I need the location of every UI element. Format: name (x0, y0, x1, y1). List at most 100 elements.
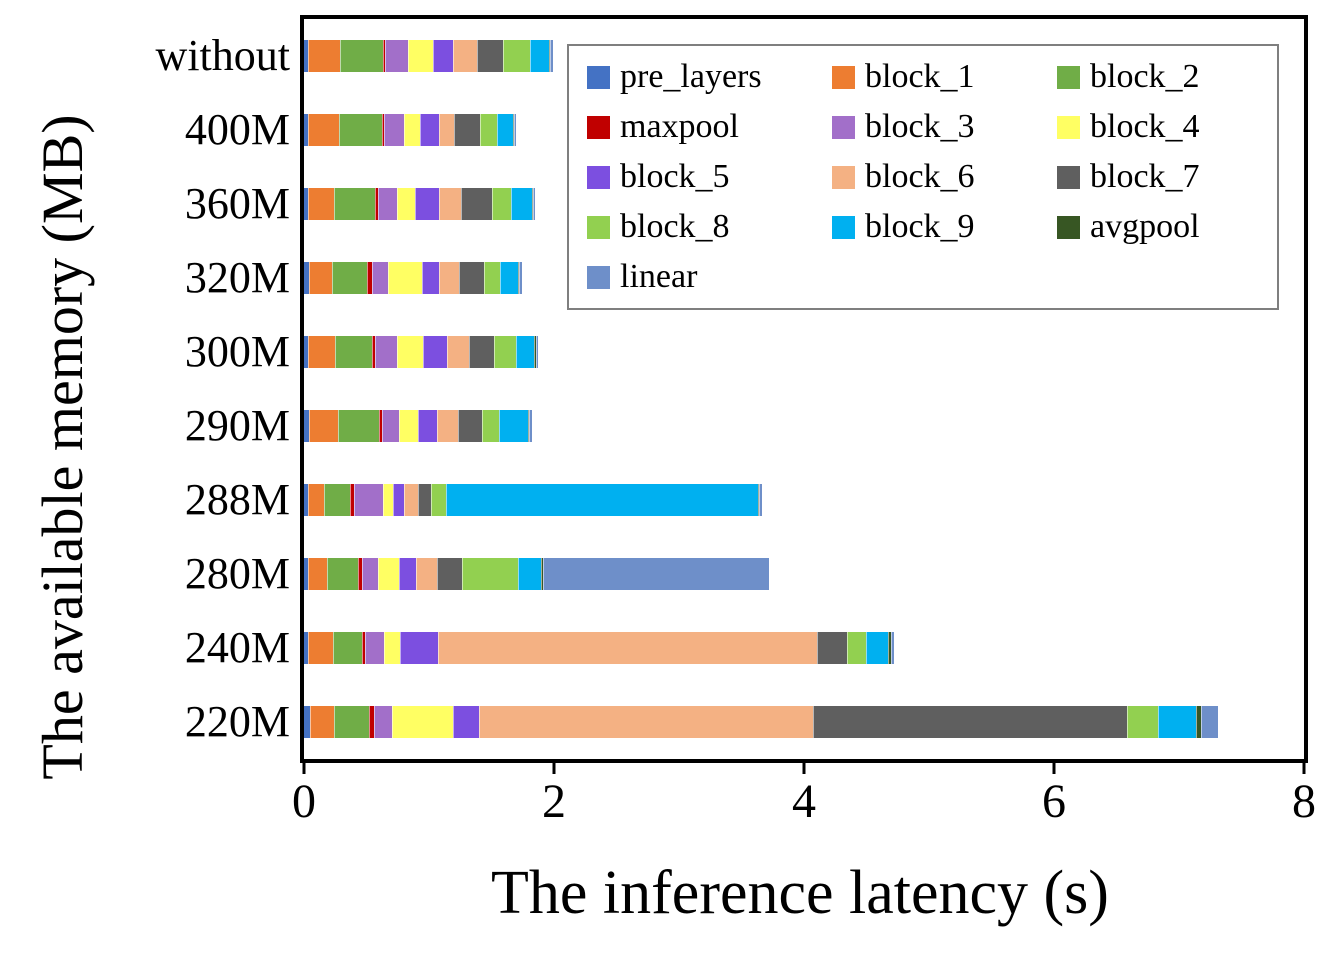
bar-segment-block_8 (491, 188, 511, 220)
bar-segment-block_4 (384, 632, 401, 664)
bar-segment-block_5 (399, 558, 416, 590)
bar-segment-block_8 (481, 410, 500, 442)
stacked-bar-400M (304, 114, 516, 146)
stacked-bar-320M (304, 262, 522, 294)
legend-swatch-icon (832, 65, 855, 89)
bar-segment-avgpool (1195, 706, 1201, 738)
bar-segment-block_5 (452, 706, 480, 738)
bar-segment-pre_layers (304, 632, 308, 664)
x-tick-label: 0 (292, 775, 316, 828)
bar-segment-block_4 (404, 114, 421, 146)
bar-segment-maxpool (361, 632, 366, 664)
bar-segment-linear (519, 262, 522, 294)
bar-segment-block_5 (417, 410, 437, 442)
bar-segment-block_2 (334, 188, 376, 220)
legend-item-block_5: block_5 (587, 160, 832, 194)
stacked-bar-288M (304, 484, 762, 516)
bar-segment-pre_layers (304, 484, 308, 516)
bar-segment-block_4 (391, 706, 453, 738)
legend-item-maxpool: maxpool (587, 110, 832, 144)
y-category-label: 280M (184, 549, 290, 598)
stacked-bar-280M (304, 558, 770, 590)
bar-segment-maxpool (357, 558, 362, 590)
x-tick-label: 8 (1292, 775, 1316, 828)
bar-segment-block_1 (307, 336, 336, 368)
bar-segment-block_6 (437, 632, 817, 664)
legend-item-pre_layers: pre_layers (587, 60, 832, 94)
legend-item-block_8: block_8 (587, 210, 832, 244)
bar-segment-block_1 (307, 558, 327, 590)
legend-label: block_2 (1090, 58, 1200, 95)
legend-swatch-icon (587, 215, 610, 239)
legend-swatch-icon (832, 215, 855, 239)
legend-label: block_5 (620, 158, 730, 195)
x-tick-mark (802, 759, 806, 774)
legend-item-block_9: block_9 (832, 210, 1057, 244)
y-category-label: 240M (184, 623, 290, 672)
bar-segment-block_9 (499, 410, 529, 442)
bar-segment-block_8 (430, 484, 446, 516)
bar-segment-block_9 (496, 114, 514, 146)
bar-segment-block_2 (326, 558, 358, 590)
bar-segment-block_7 (418, 484, 431, 516)
legend-swatch-icon (587, 65, 610, 89)
bar-segment-block_6 (439, 188, 461, 220)
bar-segment-block_8 (480, 114, 497, 146)
bar-segment-block_9 (1158, 706, 1196, 738)
bar-segment-block_7 (457, 410, 482, 442)
bar-segment-block_5 (420, 114, 440, 146)
bar-segment-block_8 (484, 262, 501, 294)
x-tick-label: 4 (792, 775, 816, 828)
bar-segment-linear (514, 114, 516, 146)
legend-swatch-icon (587, 165, 610, 189)
bar-segment-block_7 (812, 706, 1127, 738)
bar-segment-block_3 (377, 188, 397, 220)
bar-segment-block_3 (381, 410, 400, 442)
bar-segment-avgpool (758, 484, 760, 516)
bar-segment-block_8 (494, 336, 516, 368)
bar-segment-block_1 (310, 706, 335, 738)
legend-item-linear: linear (587, 260, 832, 294)
y-category-label: without (155, 31, 290, 80)
bar-segment-maxpool (379, 410, 382, 442)
stacked-bar-360M (304, 188, 535, 220)
y-category-label: 288M (184, 475, 290, 524)
bar-segment-maxpool (366, 262, 372, 294)
bar-segment-avgpool (531, 188, 534, 220)
bar-segment-block_7 (436, 558, 462, 590)
bar-segment-block_3 (361, 558, 378, 590)
bar-segment-block_6 (404, 484, 419, 516)
x-tick-mark (1302, 759, 1306, 774)
bar-segment-block_4 (407, 40, 433, 72)
bar-segment-block_1 (309, 410, 338, 442)
y-category-label: 290M (184, 401, 290, 450)
bar-segment-block_2 (339, 114, 382, 146)
bar-segment-linear (890, 632, 895, 664)
legend-label: block_9 (865, 208, 975, 245)
bar-segment-block_5 (432, 40, 453, 72)
legend-label: block_7 (1090, 158, 1200, 195)
bar-segment-block_5 (422, 336, 447, 368)
bar-segment-block_4 (399, 410, 418, 442)
bar-segment-block_9 (445, 484, 759, 516)
bar-segment-block_6 (439, 114, 455, 146)
bar-segment-pre_layers (304, 188, 308, 220)
stacked-bar-290M (304, 410, 532, 442)
y-category-label: 320M (184, 253, 290, 302)
bar-segment-block_8 (502, 40, 531, 72)
legend-item-block_3: block_3 (832, 110, 1057, 144)
bar-segment-block_2 (334, 706, 370, 738)
bar-segment-block_1 (307, 114, 340, 146)
bar-segment-linear (535, 336, 539, 368)
bar-segment-block_5 (392, 484, 405, 516)
stacked-bar-240M (304, 632, 895, 664)
y-category-label: 400M (184, 105, 290, 154)
bar-segment-avgpool (513, 114, 515, 146)
legend-label: block_4 (1090, 108, 1200, 145)
bar-segment-block_2 (337, 410, 380, 442)
bar-segment-block_7 (476, 40, 503, 72)
y-category-label: 300M (184, 327, 290, 376)
bar-segment-avgpool (528, 410, 530, 442)
